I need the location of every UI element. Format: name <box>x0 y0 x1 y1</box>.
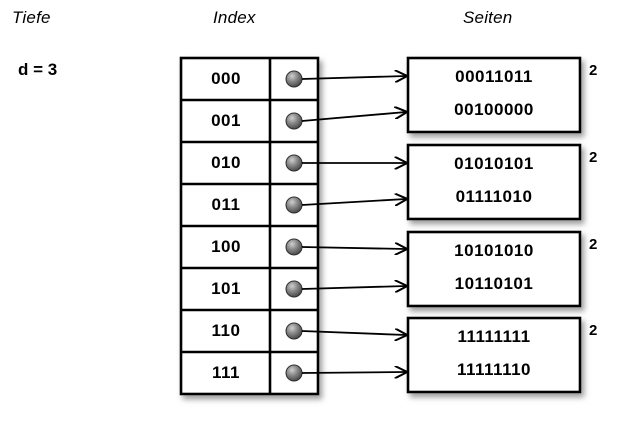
pointer-arrow <box>301 286 406 289</box>
pointer-arrow <box>301 331 406 335</box>
page-boxes <box>406 56 582 394</box>
page-box <box>406 143 582 221</box>
page-record: 10110101 <box>454 274 534 293</box>
pointer-bullet[interactable] <box>285 154 303 172</box>
global-depth-label: d = 3 <box>18 60 58 79</box>
heading-depth: Tiefe <box>12 8 51 27</box>
pointer-bullet[interactable] <box>285 196 303 214</box>
pointer-bullet[interactable] <box>285 70 303 88</box>
directory-pointer-bullets <box>285 70 303 382</box>
page-box <box>406 316 582 394</box>
page-record: 00100000 <box>454 100 534 119</box>
pointer-bullet[interactable] <box>285 364 303 382</box>
page-record: 11111110 <box>456 360 531 379</box>
page-local-depth: 2 <box>589 236 598 253</box>
page-record: 11111111 <box>457 327 531 346</box>
heading-directory: Index <box>213 8 256 27</box>
directory-table <box>179 56 320 396</box>
pointer-arrow <box>301 199 406 205</box>
pointer-bullet[interactable] <box>285 280 303 298</box>
pointer-bullet[interactable] <box>285 238 303 256</box>
page-box <box>406 230 582 308</box>
directory-key[interactable]: 110 <box>211 321 241 340</box>
page-record: 01111010 <box>455 187 533 206</box>
directory-key[interactable]: 100 <box>211 237 241 256</box>
directory-key[interactable]: 101 <box>211 279 241 298</box>
heading-pages: Seiten <box>463 8 513 27</box>
pointer-arrow <box>301 247 406 249</box>
directory-key[interactable]: 010 <box>211 153 241 172</box>
pointer-arrow <box>301 112 406 122</box>
page-record: 10101010 <box>454 241 534 260</box>
directory-key[interactable]: 111 <box>212 363 240 382</box>
directory-key[interactable]: 000 <box>211 69 241 88</box>
page-local-depth: 2 <box>589 322 598 339</box>
page-box <box>406 56 582 134</box>
directory-key[interactable]: 011 <box>211 195 241 214</box>
pointer-arrow <box>301 372 406 373</box>
pointer-bullet[interactable] <box>285 112 303 130</box>
pointer-arrows <box>301 76 406 373</box>
page-local-depth: 2 <box>589 149 598 166</box>
pointer-arrow <box>301 76 406 79</box>
page-record: 01010101 <box>454 154 534 173</box>
pointer-bullet[interactable] <box>285 322 303 340</box>
page-record: 00011011 <box>455 67 533 86</box>
page-local-depth: 2 <box>589 62 598 79</box>
directory-key[interactable]: 001 <box>211 111 241 130</box>
